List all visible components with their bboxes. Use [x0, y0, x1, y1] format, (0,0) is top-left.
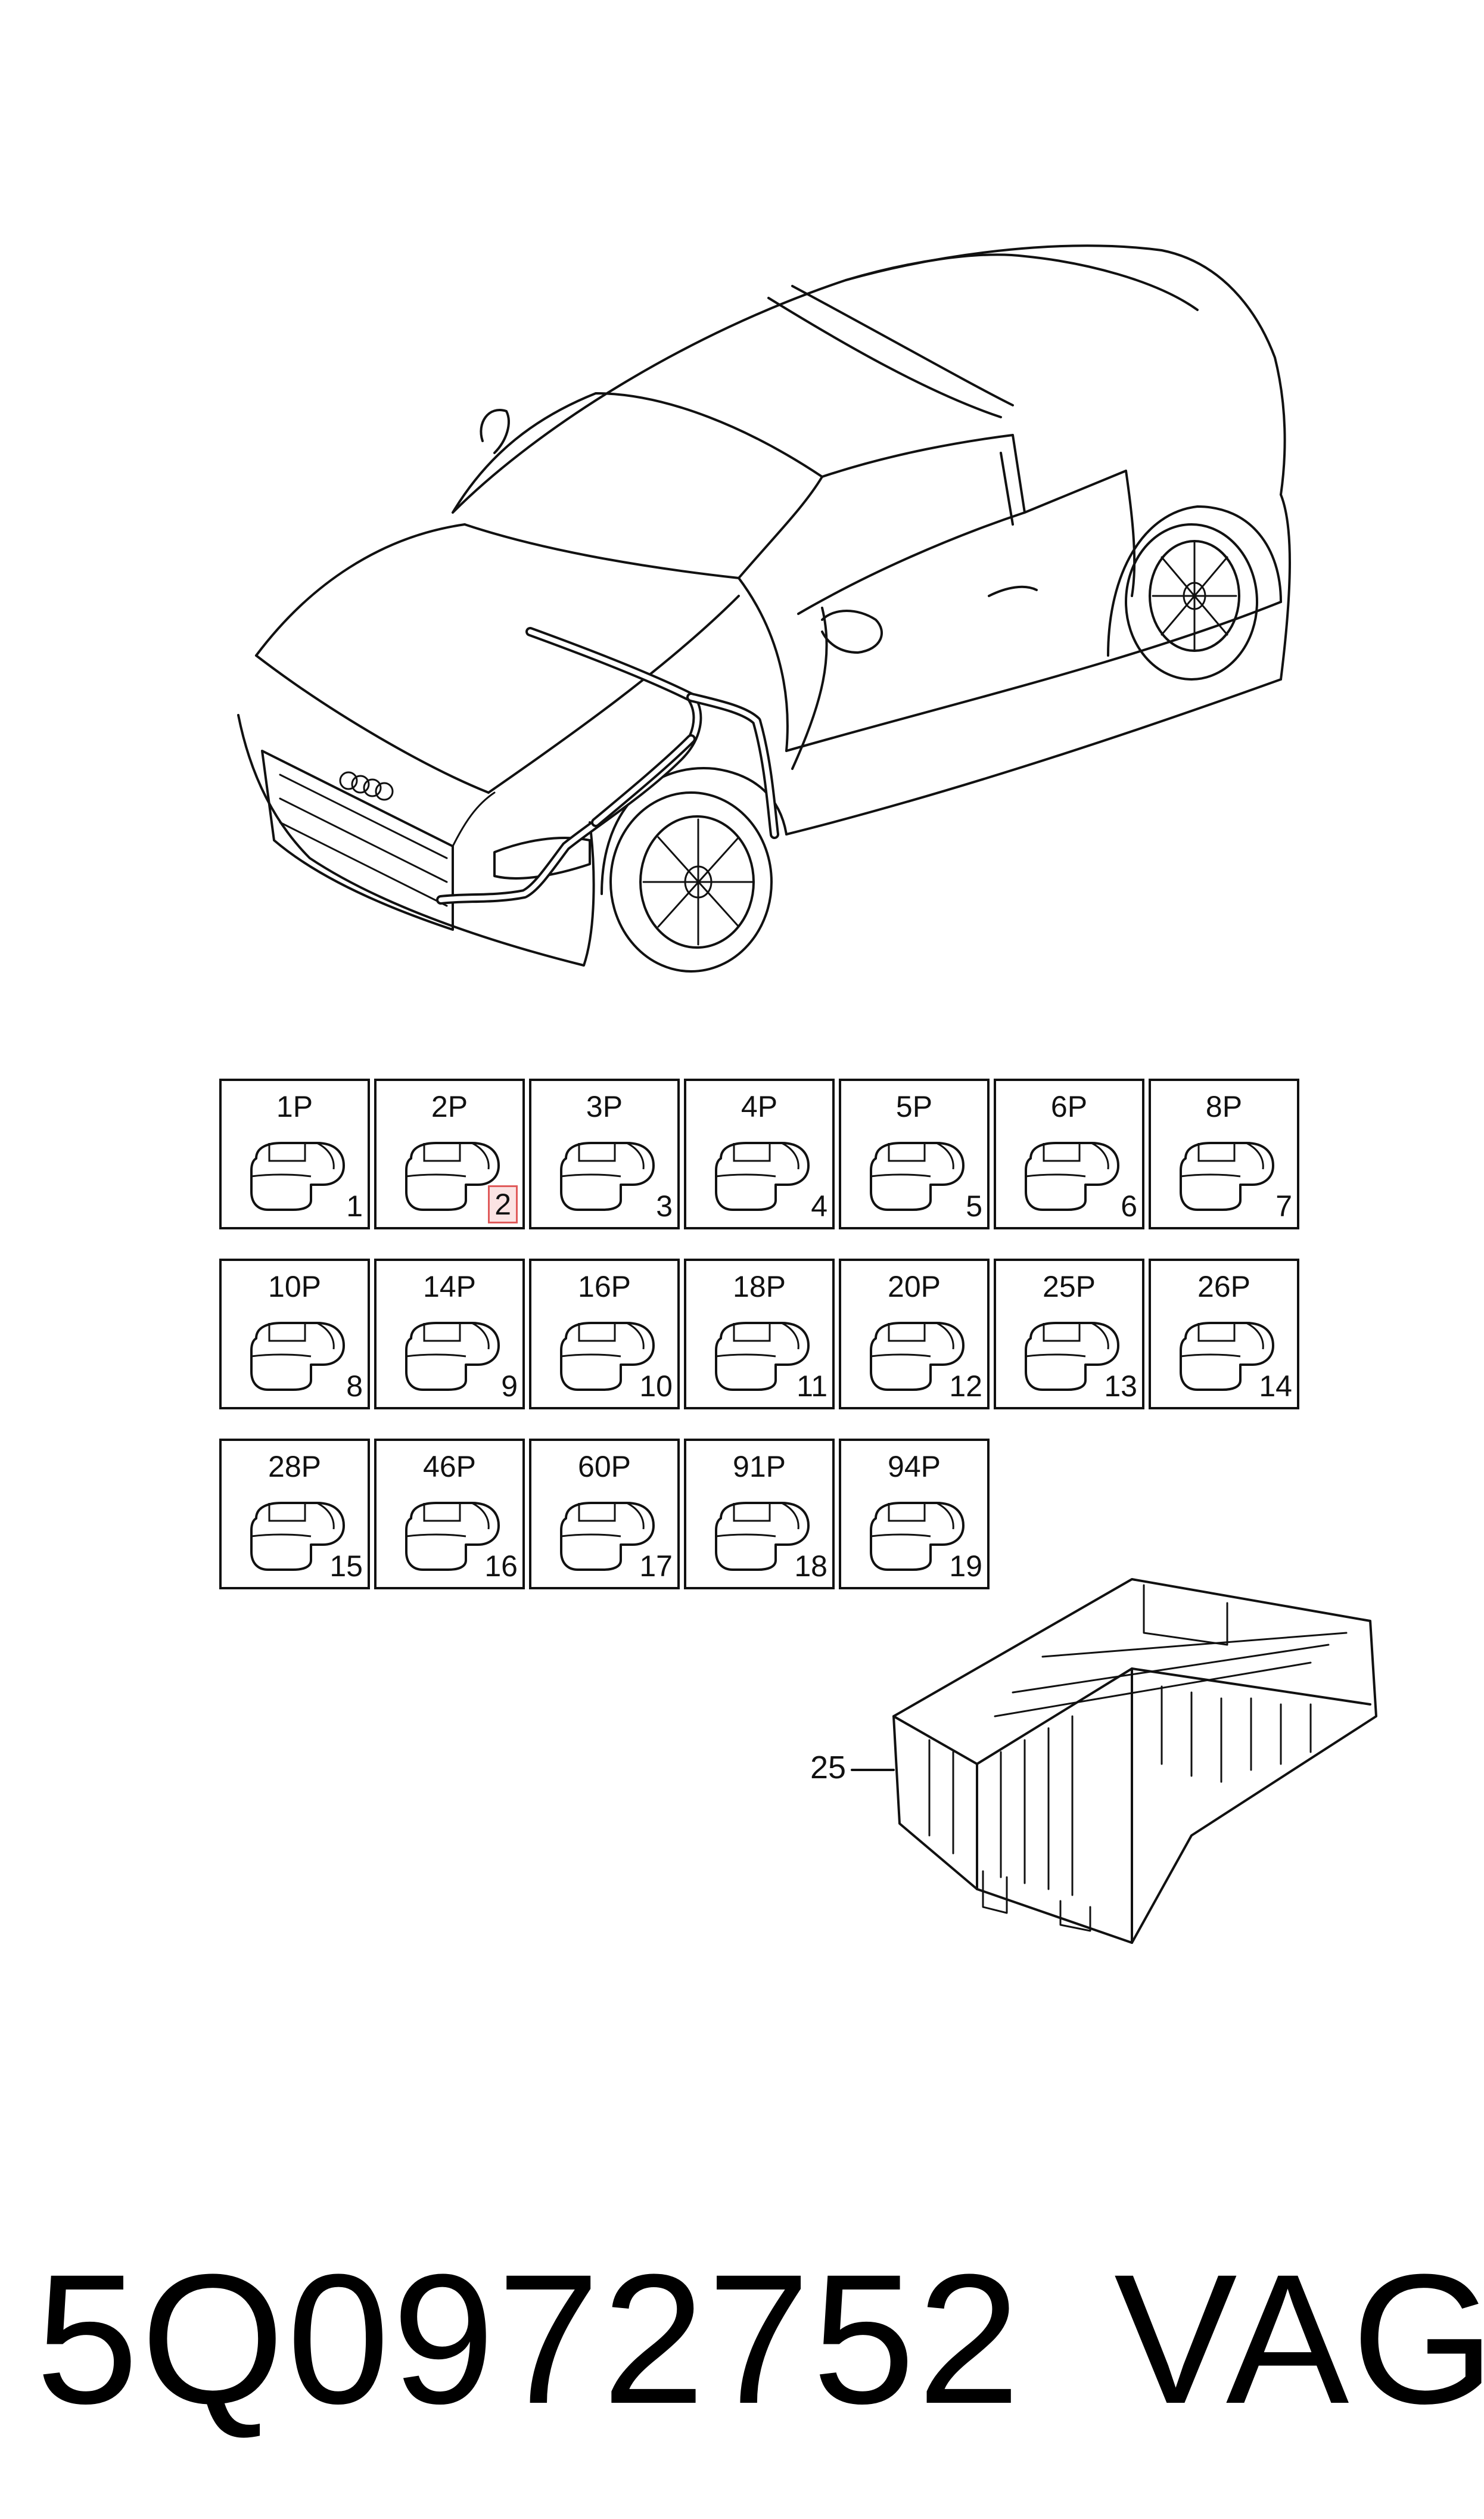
- connector-cell: 4P 4: [684, 1079, 835, 1229]
- connector-item-number: 19: [949, 1549, 982, 1583]
- connector-pin-count: 91P: [733, 1450, 786, 1483]
- wiring-harness: [436, 627, 779, 905]
- connector-pin-count: 6P: [1050, 1090, 1088, 1123]
- connector-pin-count: 4P: [741, 1090, 778, 1123]
- connector-item-number: 18: [794, 1549, 827, 1583]
- connector-pin-count: 16P: [578, 1270, 631, 1303]
- connector-item-number: 2: [488, 1185, 518, 1223]
- connector-item-number: 3: [656, 1189, 673, 1223]
- part-number: 5Q0972752: [36, 2235, 1023, 2442]
- connector-cell: 10P 8: [219, 1259, 370, 1409]
- connector-cell: 46P 16: [374, 1439, 525, 1589]
- rear-wheel-icon: [1107, 505, 1282, 681]
- connector-pin-count: 46P: [423, 1450, 476, 1483]
- connector-cell: 14P 9: [374, 1259, 525, 1409]
- connector-cell: 2P 2: [374, 1079, 525, 1229]
- connector-item-number: 10: [639, 1369, 673, 1403]
- connector-item-number: 9: [501, 1369, 518, 1403]
- connector-pin-count: 20P: [888, 1270, 941, 1303]
- connector-pin-count: 25P: [1043, 1270, 1096, 1303]
- connector-pin-count: 2P: [431, 1090, 468, 1123]
- connector-pin-count: 94P: [888, 1450, 941, 1483]
- brand-rings-icon: [339, 771, 394, 801]
- connector-item-number: 4: [811, 1189, 827, 1223]
- connector-cell: 8P 7: [1149, 1079, 1299, 1229]
- connector-item-number: 13: [1104, 1369, 1137, 1403]
- connector-item-number: 6: [1121, 1189, 1137, 1223]
- connector-item-number: 8: [346, 1369, 363, 1403]
- connector-item-number: 15: [329, 1549, 363, 1583]
- connector-cell: 26P 14: [1149, 1259, 1299, 1409]
- connector-pin-count: 8P: [1205, 1090, 1243, 1123]
- connector-item-number: 5: [966, 1189, 982, 1223]
- connector-pin-count: 1P: [276, 1090, 313, 1123]
- connector-cell: 91P 18: [684, 1439, 835, 1589]
- connector-cell: 60P 17: [529, 1439, 680, 1589]
- connector-cell: 28P 15: [219, 1439, 370, 1589]
- connector-cell: 20P 12: [839, 1259, 990, 1409]
- connector-pin-count: 26P: [1197, 1270, 1250, 1303]
- connector-cell: 1P 1: [219, 1079, 370, 1229]
- connector-pin-count: 10P: [268, 1270, 321, 1303]
- connector-cell: 3P 3: [529, 1079, 680, 1229]
- connector-cell: 16P 10: [529, 1259, 680, 1409]
- connector-pin-count: 5P: [895, 1090, 933, 1123]
- connector-item-number: 12: [949, 1369, 982, 1403]
- connector-item-number: 17: [639, 1549, 673, 1583]
- connector-pin-count: 18P: [733, 1270, 786, 1303]
- connector-pin-count: 28P: [268, 1450, 321, 1483]
- car-illustration: [237, 244, 1291, 973]
- fuse-box-callout: 25: [810, 1750, 847, 1785]
- connector-item-number: 16: [484, 1549, 518, 1583]
- connector-item-number: 1: [346, 1189, 363, 1223]
- connector-pin-count: 3P: [586, 1090, 623, 1123]
- connector-item-number: 14: [1259, 1369, 1292, 1403]
- connector-cell: 5P 5: [839, 1079, 990, 1229]
- connector-pin-count: 14P: [423, 1270, 476, 1303]
- connector-item-number: 7: [1275, 1189, 1292, 1223]
- connector-cell: 6P 6: [994, 1079, 1144, 1229]
- connector-item-number: 11: [797, 1369, 827, 1403]
- connector-cell: 25P 13: [994, 1259, 1144, 1409]
- brand-label: VAG: [1114, 2235, 1484, 2442]
- connector-cell: 18P 11: [684, 1259, 835, 1409]
- connector-cell: 94P 19: [839, 1439, 990, 1589]
- connector-pin-count: 60P: [578, 1450, 631, 1483]
